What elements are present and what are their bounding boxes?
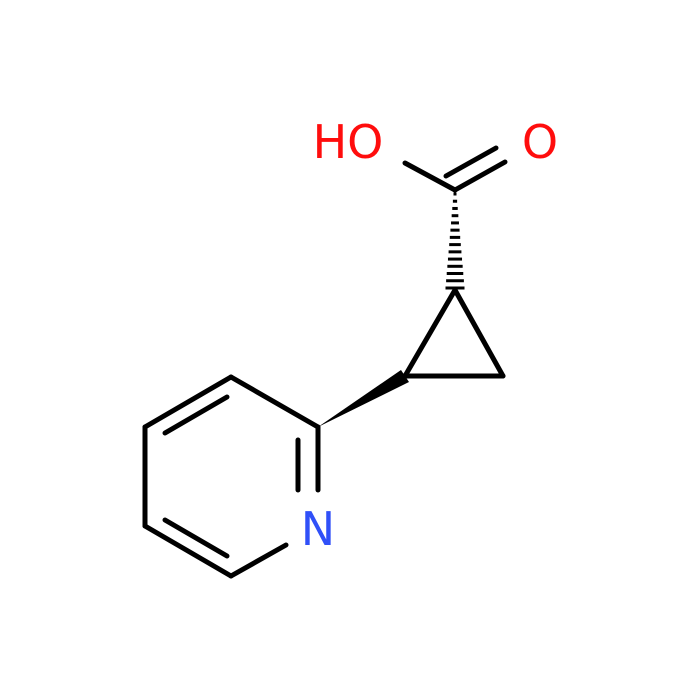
bond-pyridine-c2-c3 [228,374,321,430]
bond-pyridine-c3-c4-inner [162,394,230,436]
bond-c-o-double-b [443,145,499,179]
carbonyl-oxygen-label: O [522,115,558,169]
bond-cyclopropane-1 [452,287,506,379]
bond-pyridine-c3-c4 [142,374,234,430]
bond-cyclopropane-3 [402,287,458,379]
bond-lines [142,145,508,579]
bond-pyridine-c5-c6-inner [162,517,230,559]
bond-c-oh [402,160,458,193]
bond-c-o-double-a [452,159,508,193]
wedge-bond-pyridyl [318,370,409,427]
bond-pyridine-c5-c6 [142,523,234,579]
bond-pyridine-c6-n [228,542,289,579]
pyridine-nitrogen-label: N [301,502,335,556]
hashed-wedge-bond-carboxyl [445,192,465,290]
hydroxyl-label: HO [313,115,384,169]
